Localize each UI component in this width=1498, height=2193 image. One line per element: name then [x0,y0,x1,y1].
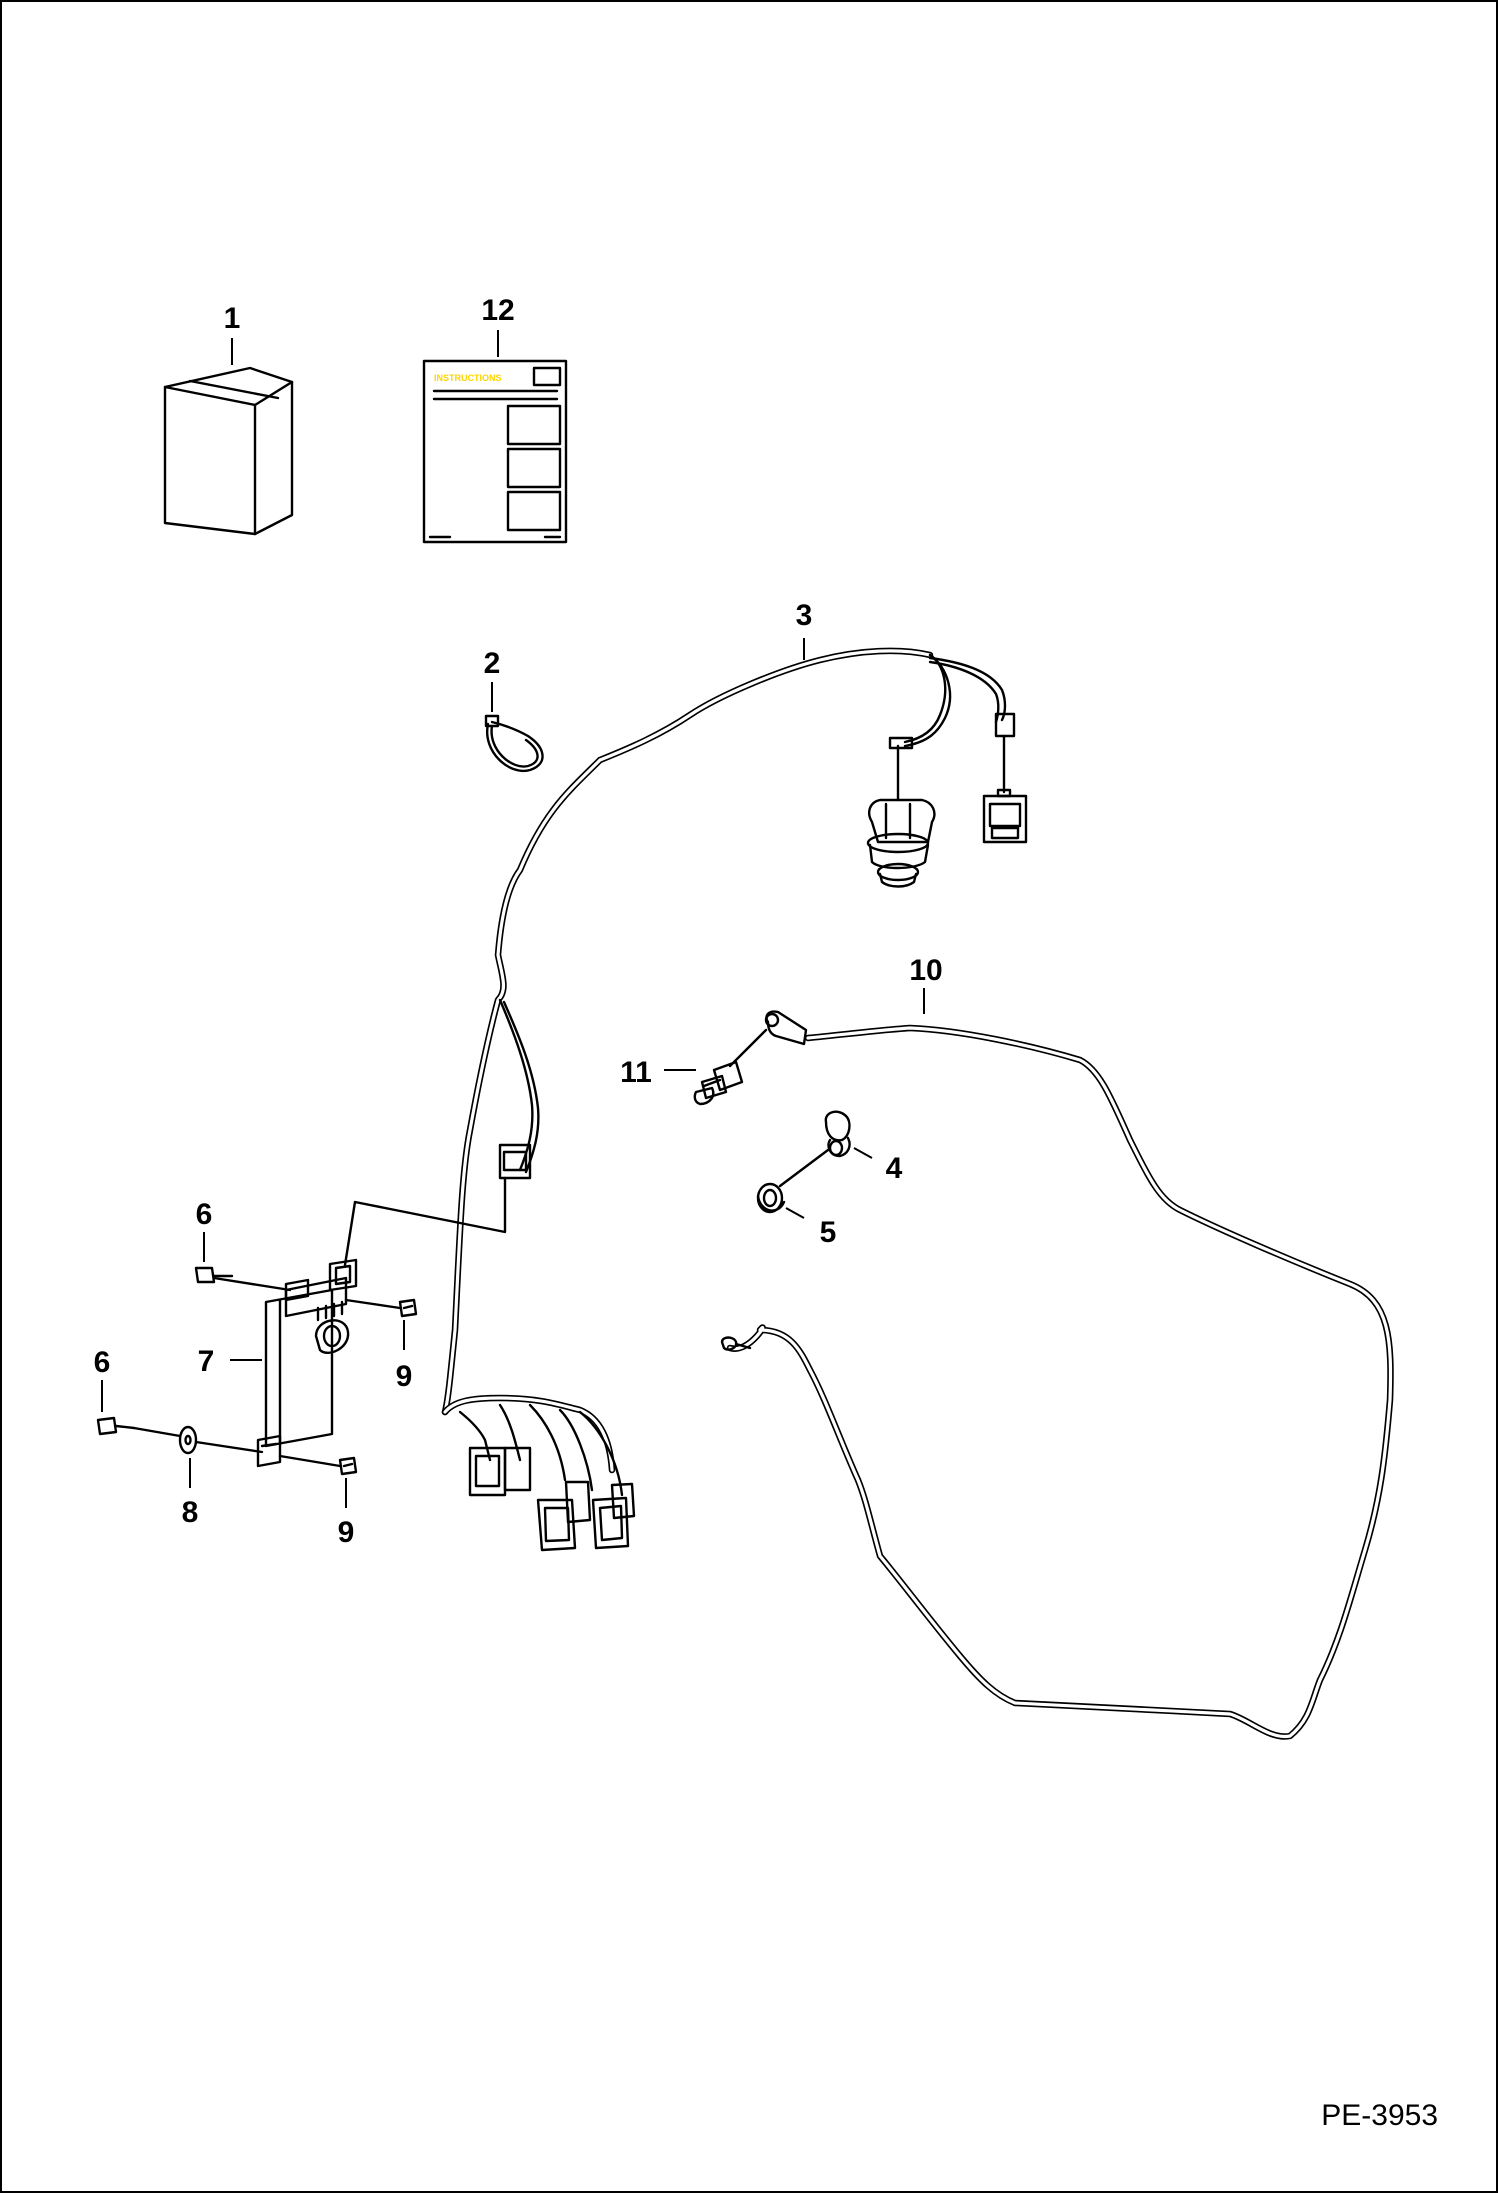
leader-4 [853,1147,873,1159]
part-10-sensor-wire [720,1010,1394,1740]
part-6-bolt-upper [194,1266,292,1292]
part-7-bracket-module [256,1258,358,1468]
part-9-nut-upper [344,1298,418,1318]
callout-3: 3 [796,599,813,632]
figure-id: PE-3953 [1321,2099,1438,2132]
part-6-bolt-lower [96,1416,182,1438]
part-2-cable-tie [484,714,544,773]
instructions-heading: INSTRUCTIONS [434,373,502,383]
part-11-sender [693,1028,768,1106]
callout-5: 5 [820,1216,837,1249]
callout-8: 8 [182,1496,199,1529]
part-4-fitting [778,1110,851,1188]
part-9-nut-lower [278,1454,358,1476]
callout-6a: 6 [196,1198,213,1231]
callout-7: 7 [198,1345,215,1378]
leader-5 [785,1207,805,1219]
callout-10: 10 [909,954,942,987]
callout-11: 11 [620,1056,652,1089]
callout-9a: 9 [396,1360,413,1393]
part-12-instruction-sheet: INSTRUCTIONS [422,359,568,544]
callout-12: 12 [481,294,514,327]
callout-6b: 6 [94,1346,111,1379]
callout-4: 4 [886,1152,903,1185]
callout-2: 2 [484,647,501,680]
callout-9b: 9 [338,1516,355,1549]
part-5-oring [756,1182,786,1214]
part-3-main-harness [343,647,1028,1552]
part-1-kit-box [163,366,294,536]
callout-1: 1 [224,302,241,335]
part-8-washer [178,1425,264,1455]
